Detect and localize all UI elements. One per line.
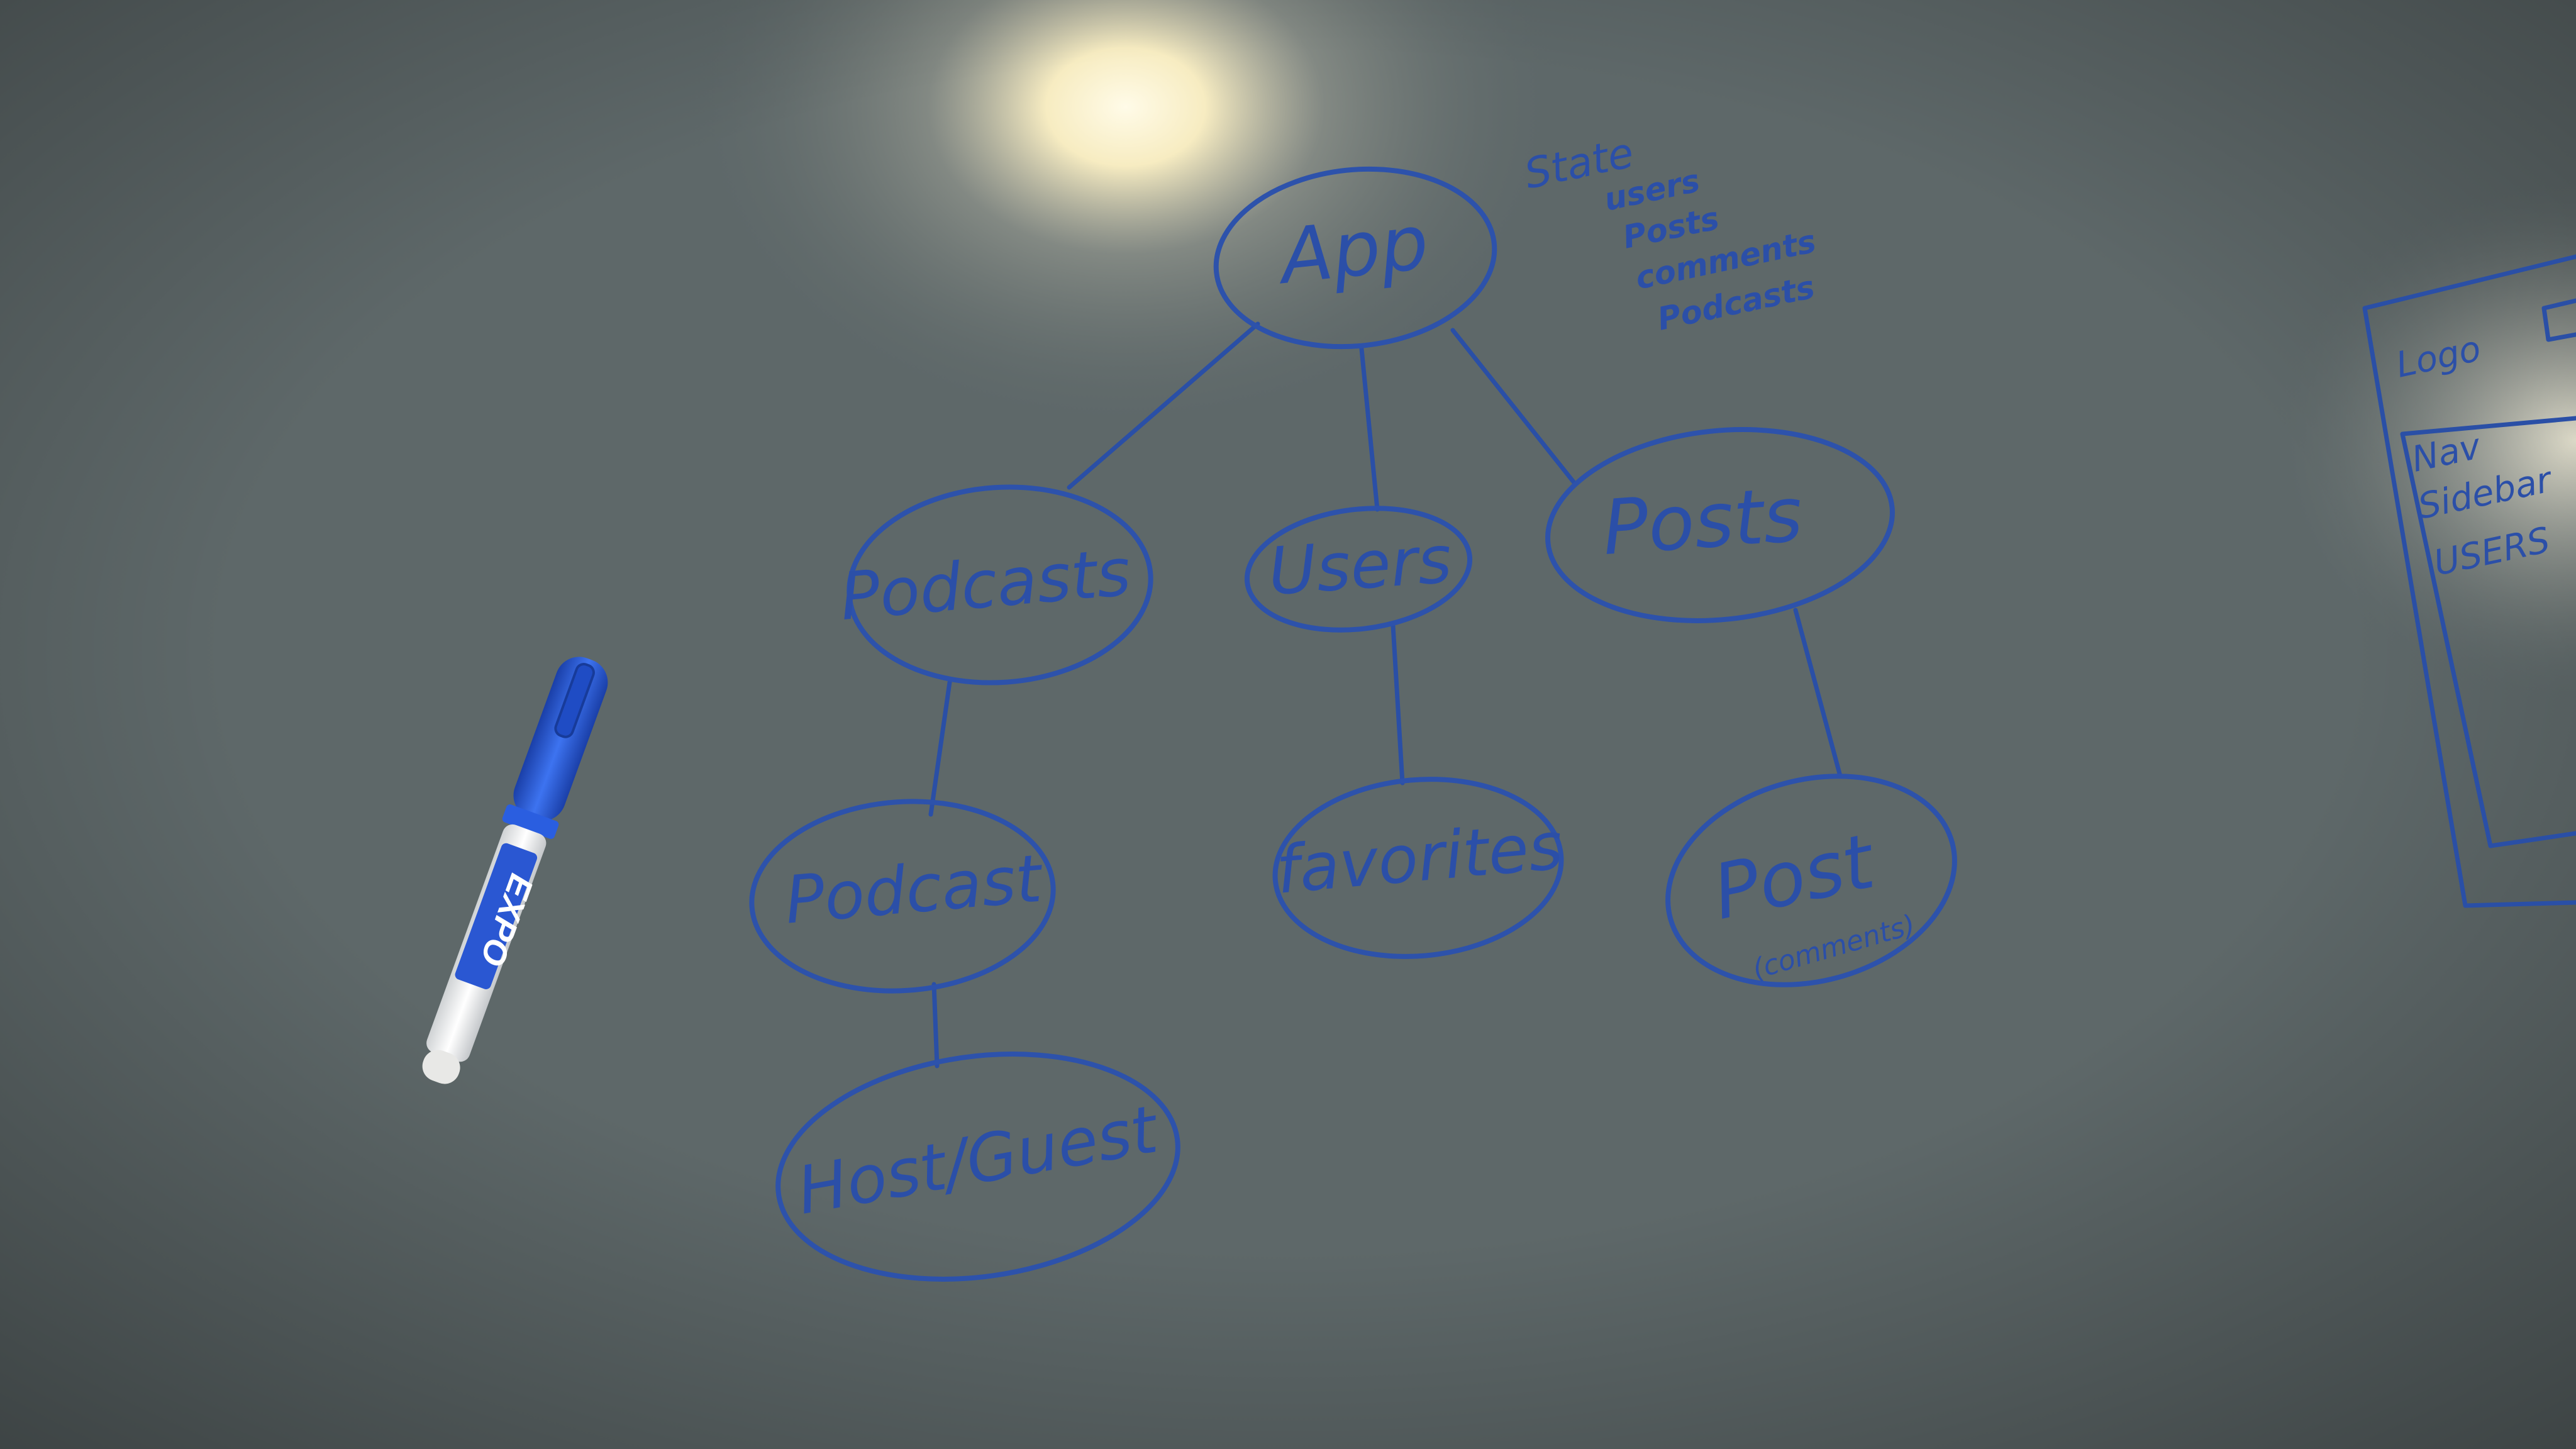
edge-podcast-host-guest xyxy=(931,982,940,1069)
edge-users-favorites xyxy=(1391,623,1405,786)
edge-app-users xyxy=(1359,347,1380,512)
node-podcasts-ellipse xyxy=(847,484,1153,686)
marker-band xyxy=(502,804,559,839)
marker-end-cap xyxy=(422,1050,460,1084)
diagram-edges xyxy=(928,321,1842,1069)
node-app-label: App xyxy=(1272,199,1433,301)
edge-podcasts-podcast xyxy=(928,680,952,817)
edge-app-podcasts xyxy=(1067,321,1260,490)
wireframe-frame xyxy=(2362,254,2576,908)
node-host-guest-ellipse xyxy=(775,1052,1180,1282)
node-users-label: Users xyxy=(1266,521,1454,610)
node-app-ellipse xyxy=(1213,166,1497,350)
dry-erase-marker: EXPO xyxy=(422,657,608,1084)
edge-posts-post xyxy=(1793,608,1842,776)
node-posts-label: Posts xyxy=(1600,471,1806,572)
node-users-ellipse xyxy=(1244,506,1473,633)
node-app: App xyxy=(1213,166,1497,350)
node-posts: Posts xyxy=(1545,427,1895,623)
node-users: Users xyxy=(1244,506,1473,633)
wireframe-sidebar-box xyxy=(2400,416,2576,848)
marker-label-panel xyxy=(455,843,538,989)
node-post-ellipse xyxy=(1665,774,1957,987)
wireframe-logo-box xyxy=(2541,298,2576,342)
node-favorites-ellipse xyxy=(1272,777,1564,959)
node-posts-ellipse xyxy=(1545,427,1895,623)
node-podcast-ellipse xyxy=(749,799,1056,994)
marker-clip xyxy=(554,663,595,738)
edge-app-posts xyxy=(1450,328,1578,487)
